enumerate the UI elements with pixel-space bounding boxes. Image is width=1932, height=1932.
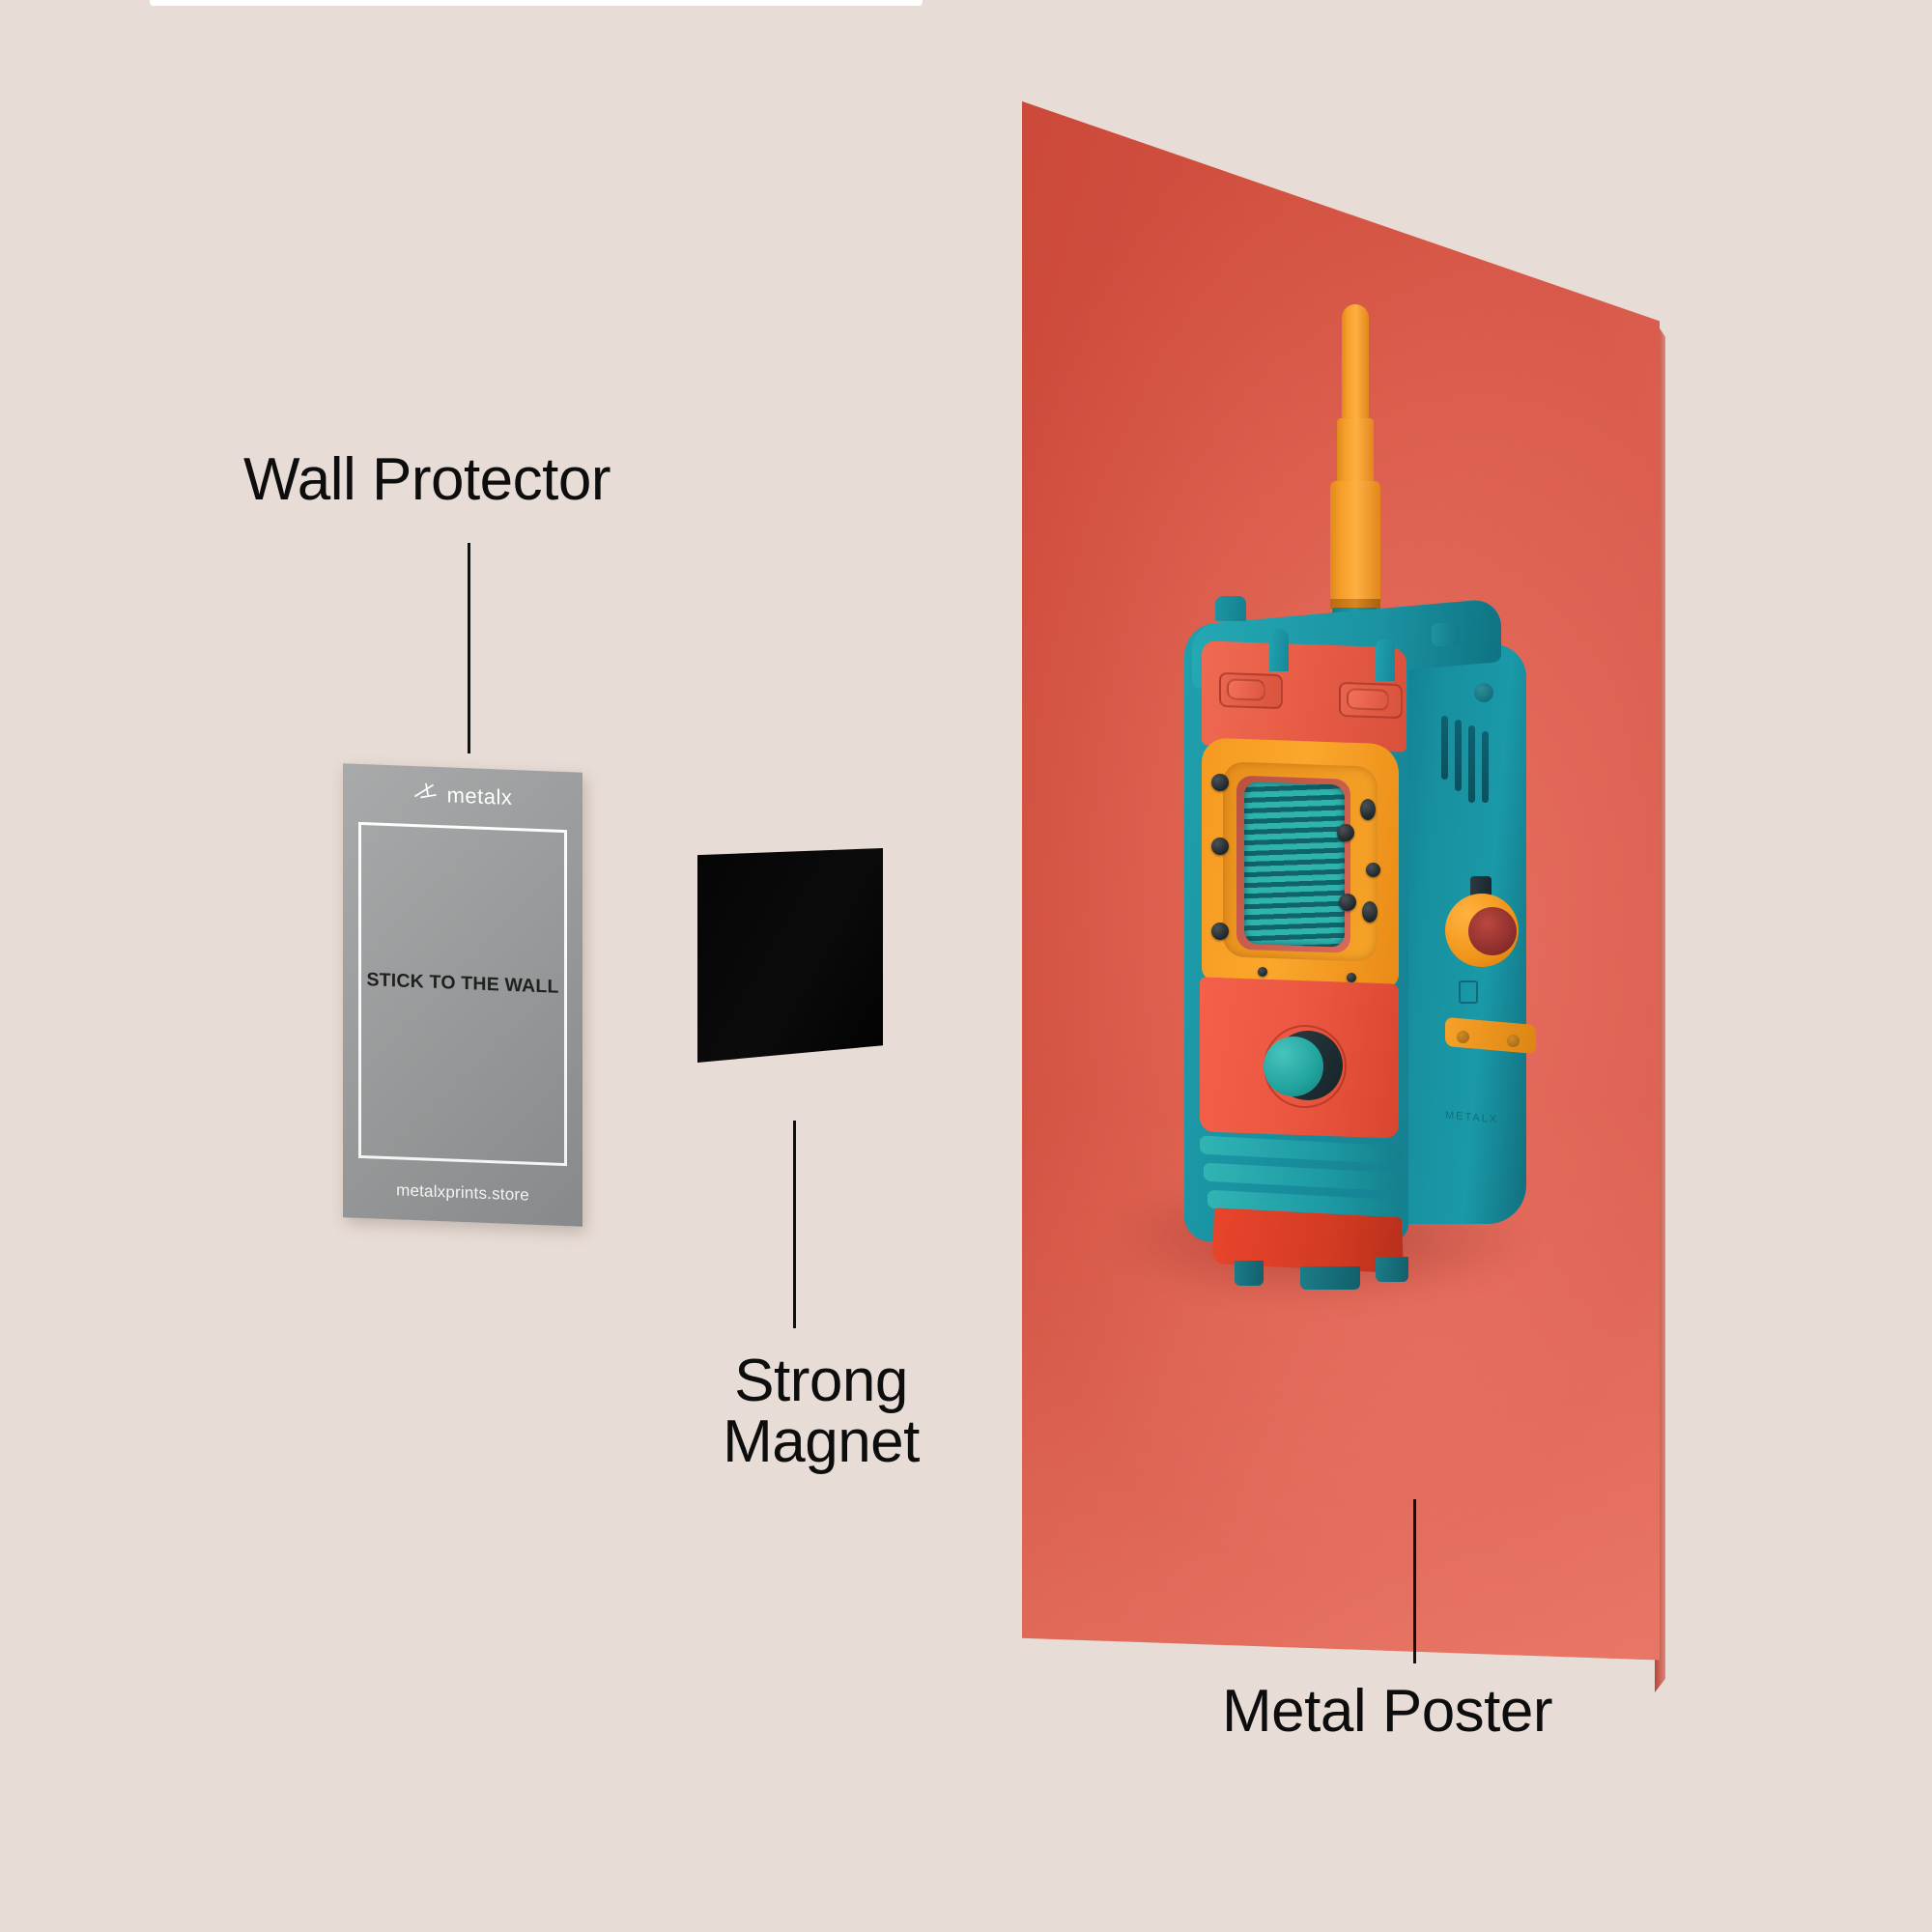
walkie-talkie-artwork: METALX <box>1122 304 1537 1307</box>
wall-protector-footer-url: metalxprints.store <box>396 1180 529 1205</box>
side-knob-inner-cap <box>1468 907 1517 955</box>
bezel-screw <box>1360 799 1376 820</box>
top-clip <box>1376 639 1395 681</box>
top-clip <box>1269 629 1289 671</box>
leader-line-metal-poster <box>1413 1499 1416 1663</box>
label-metal-poster: Metal Poster <box>1222 1678 1553 1745</box>
bezel-screw <box>1258 967 1267 977</box>
bezel-screw <box>1211 923 1229 940</box>
bezel-screw <box>1211 774 1229 791</box>
label-strong-magnet: Strong Magnet <box>723 1348 920 1476</box>
bezel-screw <box>1339 894 1356 911</box>
side-vent-slot <box>1441 716 1448 780</box>
antenna-middle-segment <box>1337 418 1374 488</box>
device-foot <box>1376 1257 1408 1282</box>
device-foot <box>1235 1261 1264 1286</box>
bezel-screw <box>1362 901 1378 923</box>
antenna-ring <box>1330 599 1380 610</box>
strong-magnet-tile <box>697 848 883 1063</box>
wall-protector-logo: metalx <box>343 779 582 812</box>
side-vent-slot <box>1482 731 1489 803</box>
side-marking <box>1459 980 1478 1004</box>
side-plate-screw <box>1457 1031 1469 1043</box>
leader-line-wall-protector <box>468 543 470 753</box>
wall-protector-card: metalx STICK TO THE WALL metalxprints.st… <box>343 763 582 1227</box>
top-notch-bar <box>150 0 923 6</box>
poster-printed-face: METALX <box>1022 100 1660 1661</box>
side-vent-slot <box>1468 725 1475 803</box>
side-vent-slot <box>1455 720 1462 791</box>
dial-cap <box>1264 1037 1323 1096</box>
metalx-cross-mark-icon <box>413 781 439 807</box>
wall-protector-brand-text: metalx <box>446 781 513 810</box>
bezel-screw <box>1347 973 1356 982</box>
control-button-pill <box>1347 688 1389 711</box>
bezel-screw <box>1366 863 1380 877</box>
antenna-tip-segment <box>1342 304 1369 425</box>
top-right-nub <box>1432 623 1459 646</box>
device-foot <box>1300 1266 1360 1290</box>
bezel-screw <box>1337 824 1354 841</box>
side-bolt <box>1474 683 1493 702</box>
speaker-grille <box>1244 781 1345 948</box>
poster-edge-thickness <box>1655 321 1665 1692</box>
side-plate-screw <box>1507 1035 1520 1047</box>
antenna-base-segment <box>1330 481 1380 611</box>
control-button-pill <box>1227 678 1265 701</box>
label-wall-protector: Wall Protector <box>243 446 611 513</box>
leader-line-strong-magnet <box>793 1121 796 1328</box>
metal-poster: METALX <box>1022 97 1665 1692</box>
bezel-screw <box>1211 838 1229 855</box>
top-left-nub <box>1215 596 1246 621</box>
